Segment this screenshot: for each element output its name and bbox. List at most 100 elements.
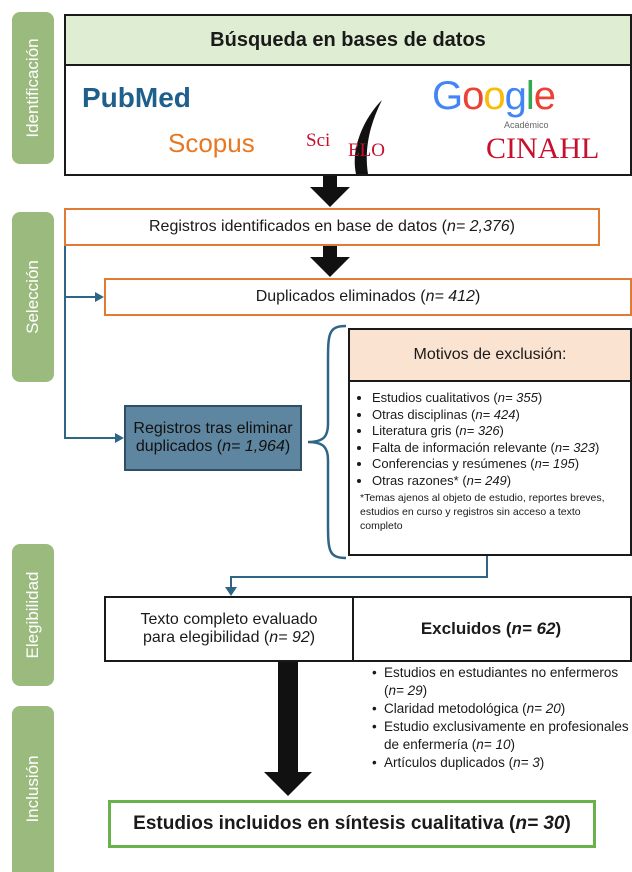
excluded-reason-count: n= 10 (476, 737, 511, 752)
duplicates-close: ) (474, 288, 481, 305)
list-item: Estudios en estudiantes no enfermeros (n… (372, 664, 632, 700)
connector-line (486, 556, 488, 578)
reason-count: n= 249 (466, 472, 507, 488)
connector-line (64, 246, 66, 438)
list-item: Estudios cualitativos (n= 355) (372, 390, 630, 407)
excluded-reason-count: n= 29 (388, 683, 423, 698)
google-letter: g (504, 74, 527, 118)
google-scholar-subtitle: Académico (504, 120, 549, 130)
identified-label: Registros identificados en base de datos… (148, 218, 447, 235)
included-count: n= 30 (515, 813, 565, 834)
google-letter: o (462, 74, 484, 118)
phase-inclusion: Inclusión (12, 706, 54, 872)
list-item: Conferencias y resúmenes (n= 195) (372, 456, 630, 473)
reason-close: ) (574, 456, 580, 471)
excluded-reason-close: ) (539, 755, 545, 770)
pubmed-logo-text: PubMed (82, 82, 191, 113)
reason-label: Falta de información relevante ( (372, 439, 555, 455)
connector-line (230, 576, 232, 588)
records-after-count: n= 1,964 (222, 438, 285, 455)
google-letter: l (525, 74, 535, 118)
phase-identificacion-label: Identificación (23, 38, 42, 138)
list-item: Literatura gris (n= 326) (372, 423, 630, 440)
reason-close: ) (594, 439, 600, 455)
excluded-reasons-list: Estudios en estudiantes no enfermeros (n… (360, 664, 632, 772)
phase-inclusion-label: Inclusión (23, 755, 42, 823)
arrow-down-shaft (323, 176, 337, 188)
duplicates-removed-box: Duplicados eliminados (n= 412) (104, 278, 632, 316)
connector-line (64, 296, 96, 298)
scopus-logo-text: Scopus (168, 128, 255, 158)
phase-elegibilidad-label: Elegibilidad (23, 571, 42, 659)
arrow-down-icon (225, 587, 237, 596)
arrow-right-icon (95, 292, 104, 302)
exclusion-reasons-list: Estudios cualitativos (n= 355) Otras dis… (350, 390, 630, 489)
cinahl-logo: CINAHL (486, 132, 600, 165)
excluded-reason-count: n= 20 (526, 701, 561, 716)
phase-seleccion-label: Selección (23, 260, 42, 334)
list-item: Artículos duplicados (n= 3) (372, 754, 632, 772)
arrow-right-icon (115, 433, 124, 443)
identified-records-box: Registros identificados en base de datos… (64, 208, 600, 246)
reason-close: ) (515, 406, 520, 422)
scielo-prefix: Sci (306, 130, 331, 151)
reason-count: n= 323 (554, 439, 595, 455)
fulltext-count: n= 92 (269, 629, 310, 646)
reason-label: Otras disciplinas ( (372, 406, 476, 422)
arrow-down-shaft (278, 662, 298, 774)
scopus-logo: Scopus (168, 128, 255, 159)
records-after-duplicates-box: Registros tras eliminar duplicados (n= 1… (124, 405, 302, 471)
scielo-suffix: ELO (348, 140, 385, 161)
reason-close: ) (537, 390, 543, 405)
reason-label: Estudios cualitativos ( (372, 390, 498, 405)
reason-count: n= 424 (475, 406, 516, 422)
google-scholar-logo: Google (432, 74, 556, 119)
excluded-reason-count: n= 3 (513, 755, 540, 770)
excluded-box: Excluidos (n= 62) (352, 596, 632, 662)
list-item: Otras razones* (n= 249) (372, 473, 630, 490)
reason-count: n= 326 (459, 423, 500, 438)
list-item: Falta de información relevante (n= 323) (372, 440, 630, 457)
phase-seleccion: Selección (12, 212, 54, 382)
included-studies-box: Estudios incluidos en síntesis cualitati… (108, 800, 596, 848)
excluded-close: ) (555, 619, 562, 638)
excluded-reason-close: ) (422, 683, 428, 698)
fulltext-line1: Texto completo evaluado (140, 611, 318, 628)
excluded-reason-close: ) (510, 737, 515, 752)
reason-label: Literatura gris ( (372, 423, 460, 438)
identified-close: ) (509, 218, 515, 235)
excluded-reason-label: Estudios en estudiantes no enfermeros ( (384, 665, 619, 698)
pubmed-logo: PubMed (82, 82, 191, 114)
arrow-down-icon (310, 187, 350, 207)
arrow-down-icon (264, 772, 312, 796)
reason-label: Conferencias y resúmenes ( (372, 456, 535, 471)
exclusion-reasons-title: Motivos de exclusión: (350, 330, 630, 382)
connector-line (64, 437, 116, 439)
records-after-line1: Registros tras eliminar (133, 420, 293, 437)
excluded-reason-close: ) (560, 701, 566, 716)
reason-close: ) (499, 423, 504, 438)
arrow-down-shaft (323, 246, 337, 258)
database-search-box: Búsqueda en bases de datos PubMed Scopus… (64, 14, 632, 176)
excluded-title: Excluidos ( (420, 619, 512, 638)
fulltext-line2: para elegibilidad ( (142, 629, 270, 646)
arrow-down-icon (310, 257, 350, 277)
reason-count: n= 195 (534, 456, 575, 471)
phase-elegibilidad: Elegibilidad (12, 544, 54, 686)
google-letter: o (483, 74, 505, 118)
connector-line (230, 576, 488, 578)
list-item: Claridad metodológica (n= 20) (372, 700, 632, 718)
reason-label: Otras razones* ( (372, 472, 467, 488)
fulltext-close: ) (309, 629, 316, 646)
excluded-reason-label: Claridad metodológica ( (384, 701, 527, 716)
exclusion-reasons-box: Motivos de exclusión: Estudios cualitati… (348, 328, 632, 556)
included-label: Estudios incluidos en síntesis cualitati… (133, 813, 516, 834)
scielo-logo: Sci ELO (304, 96, 414, 176)
list-item: Otras disciplinas (n= 424) (372, 407, 630, 424)
included-close: ) (564, 813, 571, 834)
reason-close: ) (506, 472, 512, 488)
excluded-reason-label: Artículos duplicados ( (384, 755, 514, 770)
curly-brace-icon (307, 324, 347, 560)
exclusion-reasons-note: *Temas ajenos al objeto de estudio, repo… (360, 492, 605, 532)
excluded-reason-label: Estudio exclusivamente en profesionales … (384, 719, 629, 752)
